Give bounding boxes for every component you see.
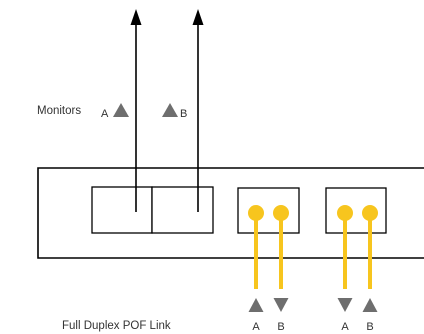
monitor-b-arrowhead bbox=[192, 9, 204, 25]
monitor-a-up-triangle bbox=[113, 103, 129, 117]
fiber-connector-2a bbox=[337, 205, 353, 221]
port2-a-label: A bbox=[341, 321, 349, 333]
port2-b-up-triangle bbox=[362, 298, 378, 312]
monitor-a-arrowhead bbox=[130, 9, 142, 25]
monitor-b-up-triangle bbox=[162, 103, 178, 117]
port2-b-label: B bbox=[366, 321, 373, 333]
link-caption: Full Duplex POF Link bbox=[62, 320, 171, 332]
pof-port-1 bbox=[237, 187, 300, 234]
port2-a-down-triangle bbox=[337, 298, 353, 312]
monitor-port-b bbox=[151, 186, 214, 234]
monitor-port-a bbox=[91, 186, 153, 234]
port1-b-label: B bbox=[277, 321, 284, 333]
port1-a-up-triangle bbox=[248, 298, 264, 312]
port1-b-down-triangle bbox=[273, 298, 289, 312]
fiber-connector-1b bbox=[273, 205, 289, 221]
port1-a-label: A bbox=[252, 321, 260, 333]
monitor-b-label: B bbox=[180, 108, 187, 120]
monitors-label: Monitors bbox=[37, 105, 81, 117]
device-enclosure bbox=[37, 167, 424, 259]
fiber-connector-1a bbox=[248, 205, 264, 221]
monitor-a-label: A bbox=[101, 108, 109, 120]
fiber-connector-2b bbox=[362, 205, 378, 221]
